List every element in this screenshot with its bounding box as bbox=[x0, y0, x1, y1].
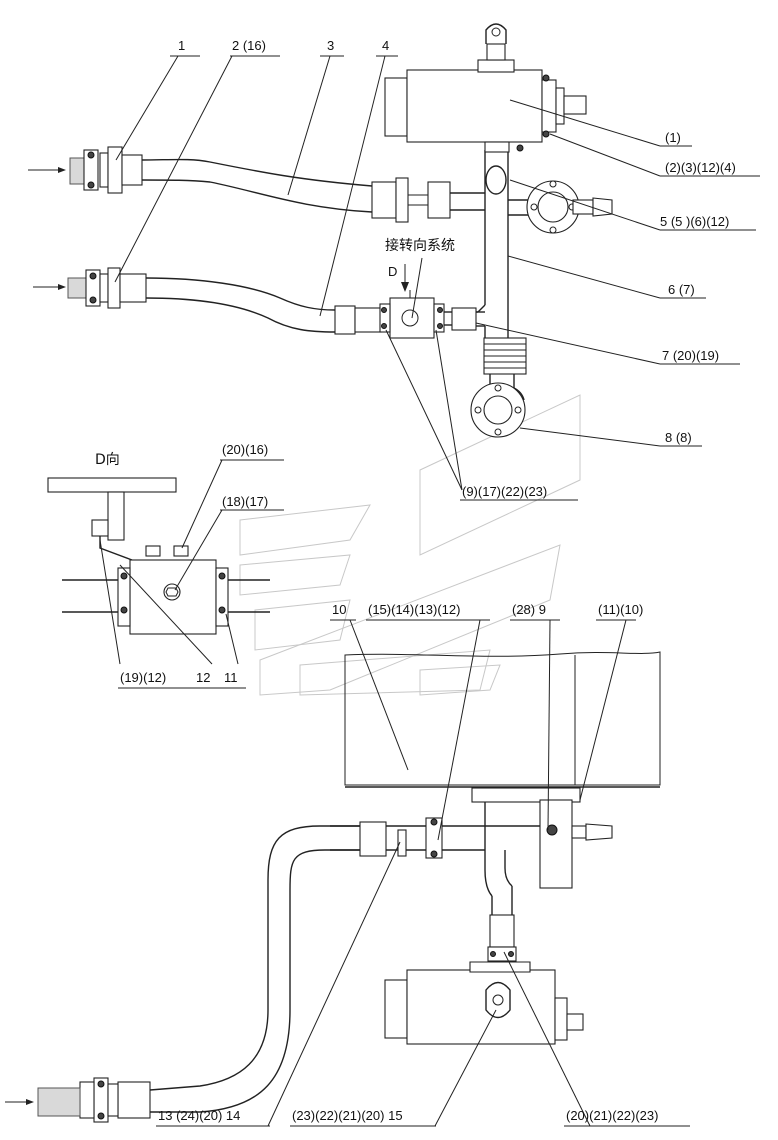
lower-callout-c: (28) 9 bbox=[512, 602, 546, 617]
bellows-icon bbox=[483, 337, 527, 375]
callout-r2: (2)(3)(12)(4) bbox=[665, 160, 736, 175]
callout-r4: 6 (7) bbox=[668, 282, 695, 297]
callout-r3: 5 (5 )(6)(12) bbox=[660, 214, 729, 229]
label-group-detail: (20)(16) (18)(17) (19)(12) 12 11 bbox=[118, 442, 284, 689]
steering-label: 接转向系统 bbox=[385, 237, 455, 254]
detail-callout-d: 12 bbox=[196, 670, 210, 685]
lower-inlet-fitting bbox=[67, 267, 147, 309]
inlet-arrow-icon bbox=[33, 284, 66, 290]
suction-box bbox=[539, 799, 573, 889]
bottom-callout-c: (20)(21)(22)(23) bbox=[566, 1108, 658, 1123]
down-arrow-icon bbox=[401, 264, 409, 292]
lower-callout-a: 10 bbox=[332, 602, 346, 617]
valve-block-icon bbox=[379, 290, 445, 339]
label-group-top: 1 2 (16) 3 4 (1) (2)(3)(12)(4) 5 (5 )(6)… bbox=[170, 38, 760, 501]
callout-r1: (1) bbox=[665, 130, 681, 145]
inlet-arrow-icon bbox=[5, 1099, 34, 1105]
callout-2: 2 (16) bbox=[232, 38, 266, 53]
tank-body bbox=[344, 651, 661, 788]
callout-3: 3 bbox=[327, 38, 334, 53]
callout-mid: (9)(17)(22)(23) bbox=[462, 484, 547, 499]
callout-r6: 8 (8) bbox=[665, 430, 692, 445]
label-group-bottom: 13 (24)(20) 14 (23)(22)(21)(20) 15 (20)(… bbox=[156, 1108, 690, 1127]
detail-callout-a: (20)(16) bbox=[222, 442, 268, 457]
pump-icon bbox=[384, 961, 584, 1045]
label-group-lower: 10 (15)(14)(13)(12) (28) 9 (11)(10) bbox=[330, 602, 643, 621]
flange-icon bbox=[470, 382, 526, 438]
lower-callout-b: (15)(14)(13)(12) bbox=[368, 602, 460, 617]
detail-plate bbox=[47, 477, 177, 493]
lower-hose bbox=[145, 277, 336, 311]
callout-r5: 7 (20)(19) bbox=[662, 348, 719, 363]
detail-valve-block bbox=[117, 545, 229, 635]
bottom-callout-b: (23)(22)(21)(20) 15 bbox=[292, 1108, 403, 1123]
callout-4: 4 bbox=[382, 38, 389, 53]
upper-hose bbox=[141, 158, 373, 187]
detail-callout-b: (18)(17) bbox=[222, 494, 268, 509]
return-hose bbox=[149, 825, 360, 1091]
bottom-callout-a: 13 (24)(20) 14 bbox=[158, 1108, 240, 1123]
upper-inlet-fitting bbox=[69, 146, 143, 194]
d-view-label: D向 bbox=[95, 452, 120, 468]
detail-callout-e: 11 bbox=[224, 670, 238, 685]
d-arrow-label: D bbox=[388, 264, 397, 279]
detail-callout-c: (19)(12) bbox=[120, 670, 166, 685]
flange-icon bbox=[508, 180, 613, 234]
watermark-logo bbox=[239, 394, 581, 696]
lower-callout-d: (11)(10) bbox=[598, 602, 643, 617]
inlet-arrow-icon bbox=[28, 167, 66, 173]
leader-lines bbox=[99, 55, 661, 1127]
pump-icon bbox=[384, 23, 587, 153]
callout-1: 1 bbox=[178, 38, 185, 53]
